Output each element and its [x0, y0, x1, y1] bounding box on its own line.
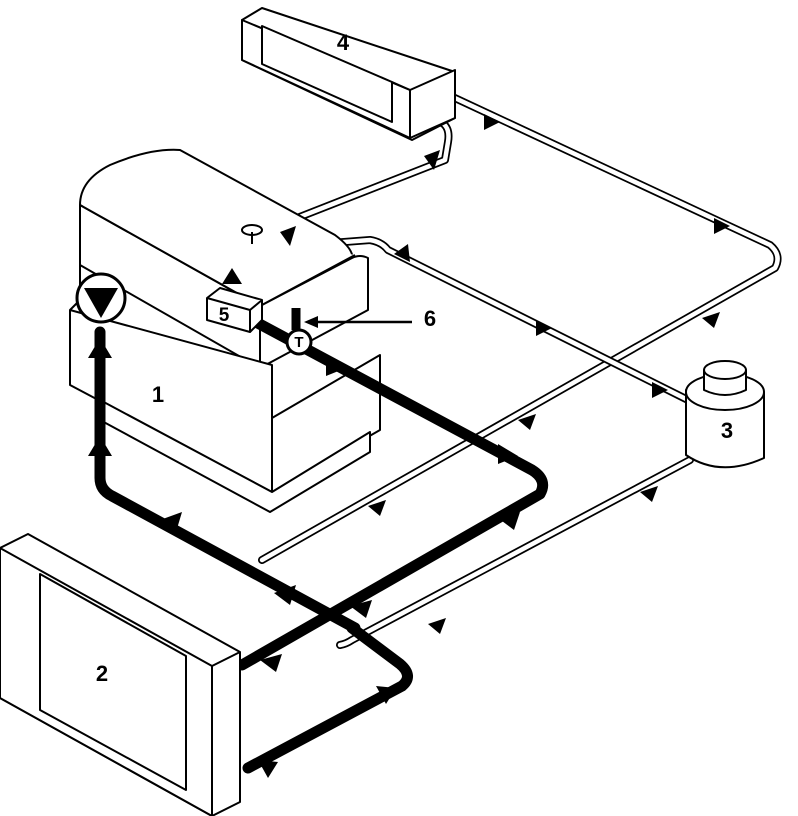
pump-arrow-icon — [84, 288, 118, 318]
flow-arrow-icon — [88, 436, 112, 456]
water-pump — [75, 272, 127, 324]
expansion-tank-label: 3 — [721, 418, 733, 443]
flow-arrow-icon — [222, 268, 242, 284]
flow-arrow-icon — [260, 654, 282, 672]
flow-arrow-icon — [498, 512, 520, 530]
radiator: 2 — [0, 533, 241, 816]
flow-arrow-icon — [518, 414, 536, 430]
flow-arrow-icon — [484, 114, 500, 130]
flow-arrow-icon — [394, 244, 410, 262]
flow-arrow-icon — [280, 226, 296, 246]
flow-arrow-icon — [428, 618, 446, 634]
engine-label: 1 — [152, 382, 164, 407]
flow-arrow-icon — [376, 686, 396, 704]
vent-cap — [241, 224, 263, 244]
flow-arrow-icon — [350, 600, 372, 618]
heater-core-label: 4 — [337, 30, 350, 55]
engine-block: 1 — [69, 148, 381, 513]
flow-arrow-icon — [640, 486, 658, 502]
thin-hoses — [236, 88, 782, 649]
thermostat-to-radiator-hose — [236, 314, 549, 671]
thermostat-label: 6 — [424, 306, 436, 331]
flow-arrow-icon — [88, 338, 112, 358]
flow-arrow-icon — [274, 585, 296, 605]
callout-arrow-icon — [304, 316, 318, 328]
flow-arrow-icon — [326, 356, 346, 376]
thermostat-callout: 6 — [304, 306, 436, 331]
radiator-label: 2 — [96, 661, 108, 686]
expansion-tank: 3 — [685, 360, 765, 469]
tank-to-radiator-hose — [336, 456, 694, 649]
flow-arrow-icon — [714, 218, 730, 234]
heater-return-hose — [258, 88, 782, 564]
flow-arrow-icon — [424, 150, 440, 170]
flow-arrow-icon — [652, 382, 668, 398]
flow-arrows — [88, 114, 730, 778]
flow-arrow-icon — [368, 500, 386, 516]
radiator-outlet-hose — [242, 622, 413, 774]
heater-core: 4 — [241, 7, 456, 141]
flow-arrow-icon — [702, 312, 720, 328]
pump-housing: 5 — [206, 287, 263, 333]
thermostat: T — [285, 308, 313, 356]
thick-hoses — [94, 314, 549, 774]
flow-arrow-icon — [498, 444, 518, 464]
flow-arrow-icon — [258, 760, 278, 778]
radiator-to-pump-hose — [94, 326, 361, 634]
pump-housing-label: 5 — [219, 305, 230, 326]
flow-arrow-icon — [160, 512, 182, 532]
thermostat-symbol: T — [294, 334, 303, 351]
flow-arrow-icon — [536, 320, 552, 336]
